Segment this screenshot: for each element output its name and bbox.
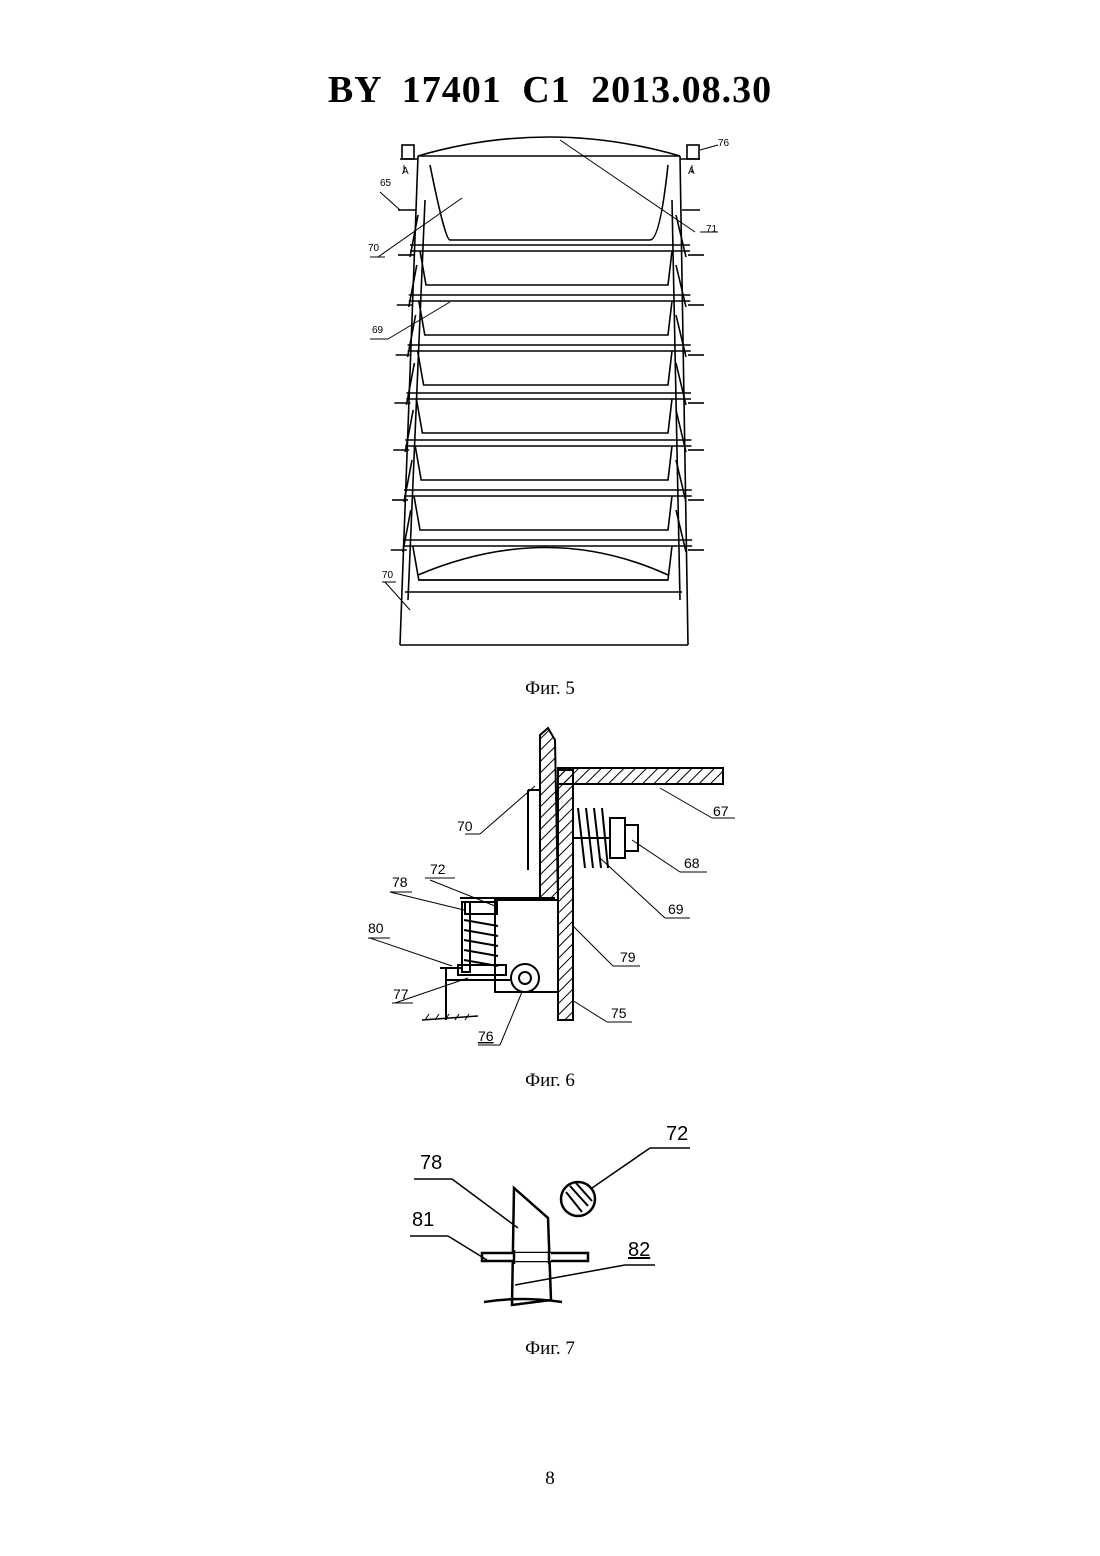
fig5-label-70-bottom: 70 [382,570,394,581]
fig6-label-67: 67 [713,803,729,819]
fig5-label-a-right: A [688,166,695,177]
fig5-label-70-top: 70 [368,243,380,254]
figure-6-caption: Фиг. 6 [0,1070,1100,1092]
fig5-label-71: 71 [706,224,718,235]
fig5-label-65: 65 [380,178,392,189]
fig6-label-69: 69 [668,901,684,917]
page-number: 8 [0,1468,1100,1490]
fig5-label-76: 76 [718,138,730,149]
fig6-label-72: 72 [430,861,446,877]
fig6-label-68: 68 [684,855,700,871]
figure-7-drawing: 72 78 81 82 [0,1110,1100,1330]
document-header: BY 17401 C1 2013.08.30 [0,68,1100,112]
fig7-label-72: 72 [666,1123,688,1145]
fig5-label-a-left: A [402,166,409,177]
figure-5-caption: Фиг. 5 [0,678,1100,700]
figure-6-drawing: 70 67 68 72 78 69 80 79 77 75 76 [0,720,1100,1060]
fig6-label-77: 77 [393,986,409,1002]
fig7-label-78: 78 [420,1152,442,1174]
fig7-label-81: 81 [412,1209,434,1231]
fig6-label-79: 79 [620,949,636,965]
figure-5-drawing: 76 65 71 70 69 70 A A [0,130,1100,660]
fig6-label-78: 78 [392,874,408,890]
fig7-label-82: 82 [628,1239,650,1261]
fig6-label-70: 70 [457,818,473,834]
figure-7-caption: Фиг. 7 [0,1338,1100,1360]
fig6-label-75: 75 [611,1005,627,1021]
fig6-label-76: 76 [478,1028,494,1044]
fig6-label-80: 80 [368,920,384,936]
fig5-label-69: 69 [372,325,384,336]
